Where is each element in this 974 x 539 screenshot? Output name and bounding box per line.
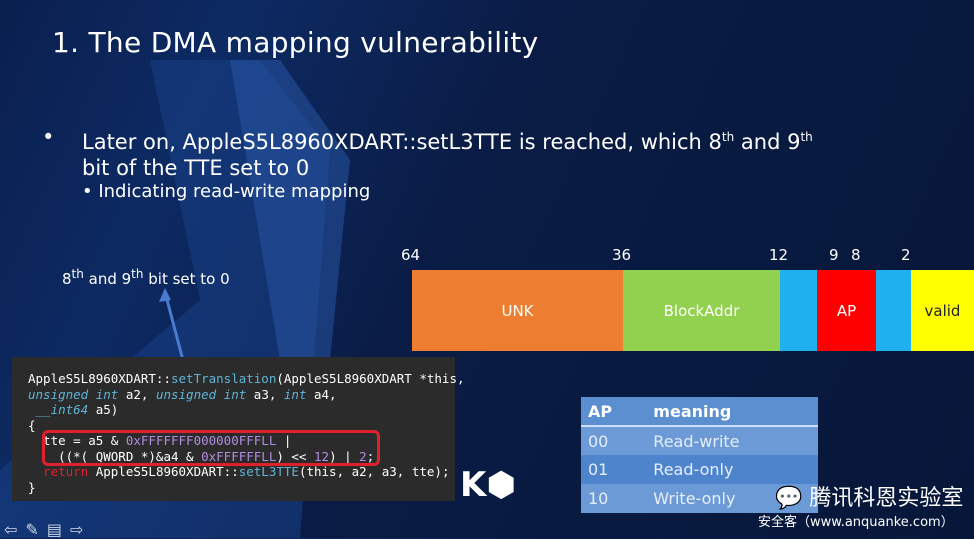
bit-label: 12 [769,246,789,264]
bit-label: 2 [901,246,911,264]
highlight-box [42,430,380,466]
watermark-sub: 安全客（www.anquanke.com） [758,515,954,530]
segment-unk: UNK [412,270,623,351]
segment-ap: AP [817,270,876,351]
bullet-1: • Later on, AppleS5L8960XDART::setL3TTE … [42,125,813,180]
bit-label: 36 [612,246,632,264]
notes-icon[interactable]: ▤ [46,520,62,539]
segment-reserved [780,270,817,351]
bit-label: 8 [851,246,861,264]
col-header: AP [581,397,647,427]
segment-blockaddr: BlockAddr [623,270,780,351]
slide-nav: ⇦ ✎ ▤ ⇨ [4,520,83,539]
slide-title: 1. The DMA mapping vulnerability [52,26,539,59]
bullet-2: • Indicating read-write mapping [82,181,371,202]
bit-note: 8th and 9th bit set to 0 [62,267,230,288]
segment-reserved [876,270,911,351]
watermark: 💬 腾讯科恩实验室 [775,486,964,511]
logo-icon: K⬢ [460,465,517,505]
bit-label: 9 [829,246,839,264]
pen-icon[interactable]: ✎ [25,520,39,539]
next-icon[interactable]: ⇨ [69,520,84,539]
col-header: meaning [646,397,818,427]
arrow-head [159,288,171,302]
code-snippet: AppleS5L8960XDART::setTranslation(AppleS… [12,357,465,501]
segment-valid: valid [911,270,974,351]
bit-label: 64 [401,246,421,264]
prev-icon[interactable]: ⇦ [4,520,18,539]
